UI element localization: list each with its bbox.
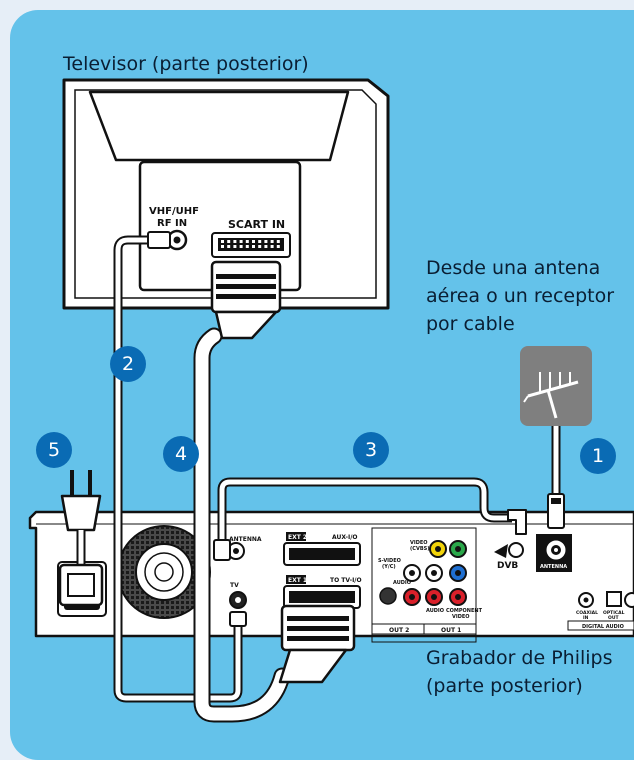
optical-line1: OPTICAL — [603, 610, 625, 616]
source-line-1: Desde una antena — [426, 257, 601, 279]
power-plug-icon — [58, 470, 104, 607]
tv-title-text: Televisor (parte posterior) — [63, 53, 309, 75]
tv-back: VHF/UHF RF IN SCART IN — [62, 78, 390, 310]
tv-scart-socket — [211, 232, 291, 258]
out2-label: OUT 2 — [389, 627, 409, 634]
av-output-panel: VIDEO (CVBS) S-VIDEO (Y/C) AUDIO AUDIO C… — [371, 527, 483, 643]
scart-pin — [227, 245, 231, 248]
ext1-label: EXT 1 — [288, 577, 307, 584]
step-badge-4: 4 — [163, 436, 199, 472]
optical-line2: OUT — [608, 615, 619, 621]
ext2-scart-socket: EXT 2 AUX-I/O — [283, 532, 361, 566]
scart-pin — [264, 245, 268, 248]
fan-grille-icon — [117, 525, 211, 619]
scart-pin — [239, 240, 243, 243]
digital-audio-panel: COAXIAL IN OPTICAL OUT DIGITAL AUDIO — [567, 591, 634, 631]
source-line-3: por cable — [426, 313, 515, 335]
video-cvbs-line2: (CVBS) — [410, 546, 430, 552]
coaxial-line2: IN — [583, 615, 589, 621]
ext2-label: EXT 2 — [288, 534, 307, 541]
scart-pin — [264, 240, 268, 243]
scart-pin — [276, 245, 280, 248]
scart-pin — [276, 240, 280, 243]
scart-pin — [221, 245, 224, 248]
coaxial-line1: COAXIAL — [576, 610, 598, 616]
scart-pin — [233, 245, 237, 248]
tv-rf-label-line2: RF IN — [157, 218, 187, 229]
rf-cable-to-tv — [113, 231, 247, 703]
scart-pin — [252, 240, 255, 243]
antenna-input-cable — [547, 420, 565, 529]
scart-pin — [233, 240, 237, 243]
tv-title-label: Televisor (parte posterior) — [63, 50, 309, 78]
svideo-jack — [379, 587, 397, 605]
svideo-line2: (Y/C) — [382, 564, 396, 570]
ext1-scart-socket: EXT 1 TO TV-I/O — [283, 575, 362, 609]
recorder-line-1: Grabador de Philips — [426, 647, 613, 669]
scart-pin — [258, 240, 262, 243]
ext1-desc: TO TV-I/O — [330, 577, 362, 584]
recorder-tv-out-jack: TV — [229, 582, 247, 609]
audio-left-label: AUDIO — [393, 580, 411, 586]
step-badge-5: 5 — [36, 432, 72, 468]
scart-cable-to-tv — [193, 260, 356, 723]
ext2-desc: AUX-I/O — [332, 534, 357, 541]
scart-pin — [270, 245, 274, 248]
tv-scart-label: SCART IN — [228, 218, 285, 231]
component-line1: COMPONENT — [446, 608, 483, 614]
audio-right-label: AUDIO — [426, 608, 444, 614]
antenna-icon — [520, 346, 592, 426]
component-line2: VIDEO — [452, 614, 470, 620]
scart-pin — [252, 245, 255, 248]
digital-audio-label: DIGITAL AUDIO — [582, 624, 624, 630]
dvb-connector: DVB — [494, 542, 524, 571]
recorder-line-2: (parte posterior) — [426, 675, 583, 697]
source-line-2: aérea o un receptor — [426, 285, 615, 307]
scart-pin — [245, 245, 249, 248]
source-label: Desde una antena aérea o un receptor por… — [426, 254, 614, 338]
tv-out-label: TV — [230, 582, 239, 589]
svideo-line1: S-VIDEO — [378, 558, 401, 564]
video-cvbs-line1: VIDEO — [410, 540, 428, 546]
recorder-label: Grabador de Philips (parte posterior) — [426, 644, 613, 700]
out1-label: OUT 1 — [441, 627, 461, 634]
scart-pin — [239, 245, 243, 248]
antenna-small-label: ANTENNA — [229, 536, 262, 543]
step-badge-3: 3 — [353, 432, 389, 468]
antenna-loop-cable — [213, 477, 527, 561]
scart-pin — [245, 240, 249, 243]
tv-rf-label-line1: VHF/UHF — [149, 206, 199, 217]
recorder-antenna-main-jack: ANTENNA — [536, 534, 572, 572]
scart-pin — [258, 245, 262, 248]
scart-pin — [227, 240, 231, 243]
antenna-main-label: ANTENNA — [540, 564, 567, 570]
step-badge-1: 1 — [580, 438, 616, 474]
dvb-label: DVB — [497, 561, 518, 571]
scart-plug-recorder — [278, 604, 356, 684]
step-badge-2: 2 — [110, 346, 146, 382]
scart-pin — [221, 240, 224, 243]
scart-plug-tv — [210, 260, 282, 340]
scart-pin — [270, 240, 274, 243]
